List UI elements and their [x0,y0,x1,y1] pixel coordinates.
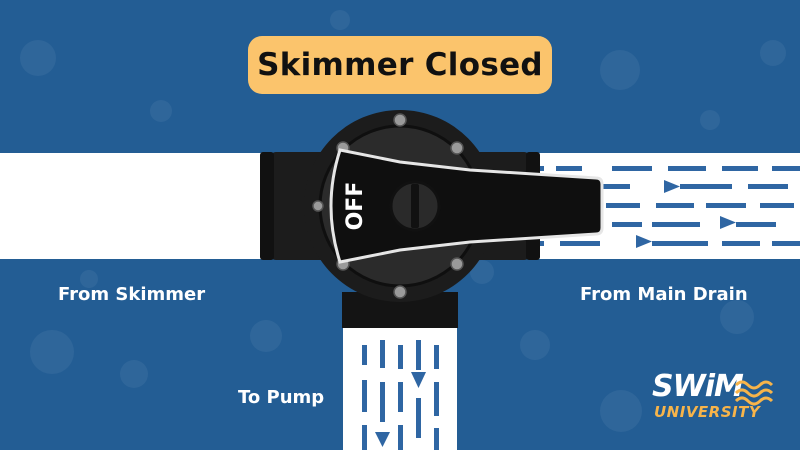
title-badge: Skimmer Closed [248,36,552,94]
logo-text-swim: SWiM [652,369,744,404]
swim-university-logo: SWiM UNIVERSITY [650,369,780,430]
pump-flow-arrows [362,340,439,450]
to-pump-label: To Pump [238,387,325,408]
from-main-drain-label: From Main Drain [580,284,748,305]
valve-handle-label: OFF [343,182,368,231]
logo-wave-icon [734,380,774,406]
logo-text-university: UNIVERSITY [654,403,761,421]
from-skimmer-label: From Skimmer [58,284,206,305]
valve-handle [329,148,604,264]
